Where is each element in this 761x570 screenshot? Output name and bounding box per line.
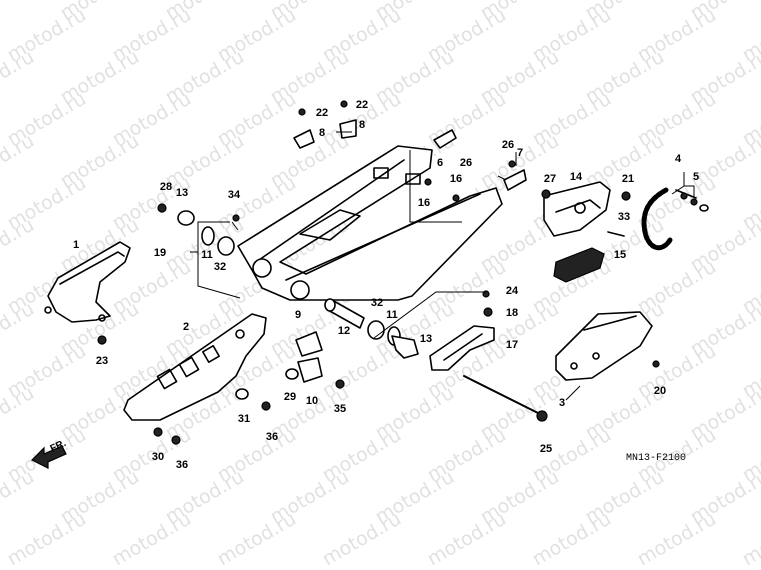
- part-number-label: 11: [201, 249, 213, 261]
- part-number-label: 21: [622, 173, 634, 185]
- part-number-label: 14: [570, 171, 583, 183]
- front-direction-arrow: [30, 445, 67, 469]
- part-number-label: 27: [544, 173, 556, 185]
- part-number-label: 28: [160, 181, 172, 193]
- part-number-label: 20: [654, 385, 666, 397]
- watermark-text: motod.ru: [634, 508, 720, 570]
- part-number-label: 10: [306, 395, 318, 407]
- chain-slider-block-part: [553, 247, 605, 283]
- watermark-text: motod.ru: [0, 382, 38, 445]
- part-number-label: 32: [214, 261, 226, 273]
- part-number-label: 1: [73, 239, 79, 251]
- watermark-text: motod.ru: [0, 466, 38, 529]
- part-number-label: 34: [228, 189, 241, 201]
- part-number-label: 29: [284, 391, 296, 403]
- part-number-label: 26: [460, 157, 472, 169]
- part-number-label: 22: [356, 99, 368, 111]
- mudguard-part: [555, 311, 653, 381]
- part-number-label: 8: [359, 119, 365, 131]
- part-number-label: 2: [183, 321, 189, 333]
- part-number-label: 7: [517, 147, 523, 159]
- part-number-label: 3: [559, 397, 565, 409]
- chain-slider-part: [543, 181, 611, 237]
- part-number-label: 26: [502, 139, 514, 151]
- watermark-text: motod.ru: [424, 508, 510, 570]
- part-number-label: 15: [614, 249, 626, 261]
- watermark-text: motod.ru: [0, 130, 38, 193]
- watermark-text: motod.ru: [0, 214, 38, 277]
- part-number-label: 25: [540, 443, 552, 455]
- part-number-label: 16: [418, 197, 430, 209]
- part-number-label: 18: [506, 307, 518, 319]
- part-number-label: 13: [420, 333, 432, 345]
- chain-case-part: [123, 313, 267, 421]
- part-number-label: 13: [176, 187, 188, 199]
- diagram-code: MN13-F2100: [626, 453, 686, 464]
- part-number-label: 30: [152, 451, 164, 463]
- chain-guide-part: [429, 325, 495, 371]
- watermark-text: motod.ru: [0, 0, 38, 24]
- chain-joint-part: [680, 192, 709, 212]
- part-number-label: 6: [437, 157, 443, 169]
- pivot-collar-part: [324, 298, 365, 329]
- part-labels: 1234567889101111121313141516161718192021…: [73, 99, 699, 471]
- hose-clamp-part: [293, 100, 357, 149]
- part-number-label: 24: [506, 285, 519, 297]
- part-number-label: 32: [371, 297, 383, 309]
- watermark-text: motod.ru: [319, 508, 405, 570]
- part-number-label: 35: [334, 403, 346, 415]
- pivot-bushing-left-part: [201, 226, 235, 256]
- watermark-text: motod.ru: [214, 508, 300, 570]
- leader-lines: [190, 131, 695, 401]
- part-number-label: 36: [176, 459, 188, 471]
- watermark-text: motod.ru: [529, 508, 615, 570]
- fastener-set: [97, 160, 660, 445]
- part-number-label: 23: [96, 355, 108, 367]
- watermark-text: motod.ru: [0, 46, 38, 109]
- watermark-text: motod.ru: [739, 508, 761, 570]
- pivot-bushing-right-part: [367, 320, 419, 359]
- part-number-label: 12: [338, 325, 350, 337]
- part-number-label: 22: [316, 107, 328, 119]
- hose-guide-part: [433, 129, 527, 191]
- part-number-label: 33: [618, 211, 630, 223]
- part-number-label: 17: [506, 339, 518, 351]
- chain-guard-part: [44, 241, 131, 323]
- watermark-text: motod.ru: [4, 508, 90, 570]
- axle-bolt-part: [463, 375, 548, 422]
- part-number-label: 31: [238, 413, 250, 425]
- part-number-label: 16: [450, 173, 462, 185]
- watermark-text: motod.ru: [0, 298, 38, 361]
- part-number-label: 4: [675, 153, 682, 165]
- part-number-label: 11: [386, 309, 398, 321]
- stopper-part: [285, 331, 323, 383]
- part-number-label: 9: [295, 309, 301, 321]
- swingarm-part: [237, 145, 503, 301]
- watermark-text: motod.ru: [109, 508, 195, 570]
- part-number-label: 36: [266, 431, 278, 443]
- part-number-label: 19: [154, 247, 166, 259]
- part-number-label: 5: [693, 171, 699, 183]
- part-number-label: 8: [319, 127, 325, 139]
